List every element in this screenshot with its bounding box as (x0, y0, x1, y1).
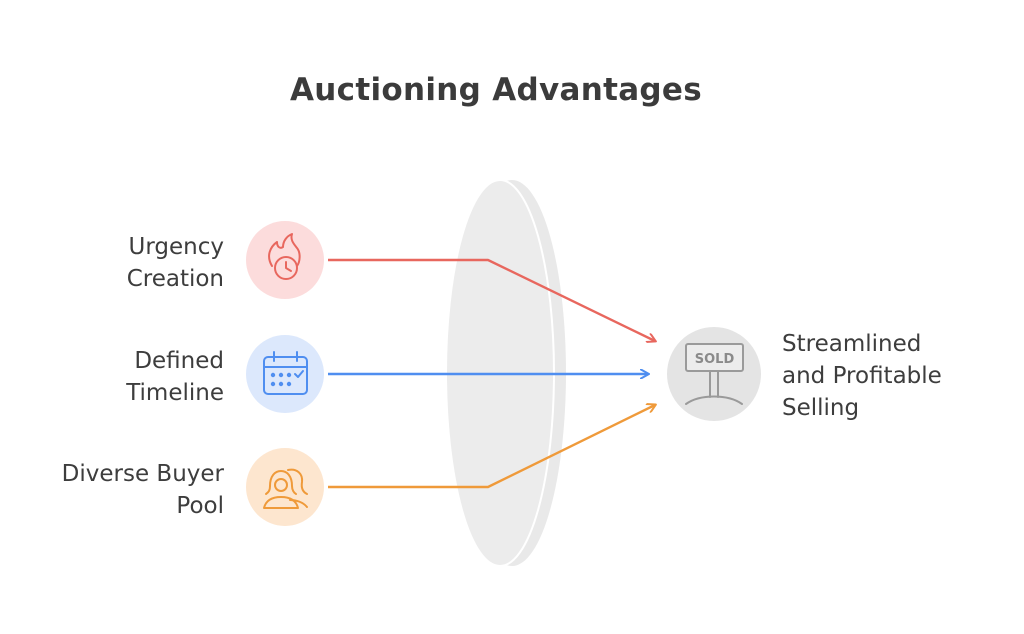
label-streamlined-selling: Streamlined and Profitable Selling (782, 331, 942, 421)
diagram-title: Auctioning Advantages (289, 72, 702, 108)
arrow-urgency (328, 258, 655, 341)
timeline-node (246, 335, 324, 413)
sold-sign-text: SOLD (695, 352, 735, 367)
flame-clock-icon (268, 233, 301, 280)
buyer-pool-node (246, 448, 324, 526)
calendar-icon (263, 351, 308, 395)
label-diverse-buyer-pool: Diverse Buyer Pool (61, 461, 224, 519)
arrow-buyer-pool (328, 405, 655, 489)
sold-sign-icon (685, 343, 744, 405)
label-defined-timeline: Defined Timeline (126, 348, 224, 406)
label-urgency-creation: Urgency Creation (126, 234, 224, 292)
people-icon (263, 468, 308, 509)
output-node: SOLD (667, 327, 761, 421)
urgency-node (246, 221, 324, 299)
